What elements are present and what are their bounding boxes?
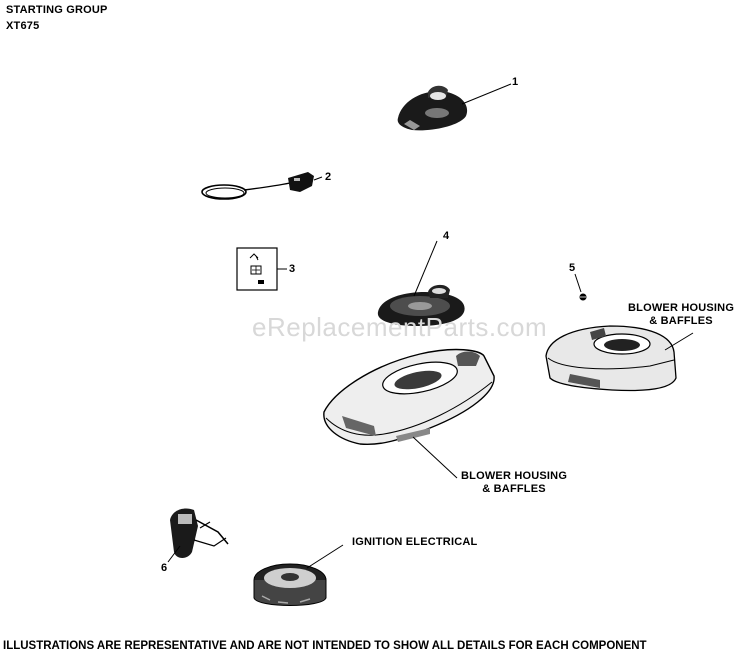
leader-4 bbox=[413, 240, 438, 297]
label-blower-upper-line1: BLOWER HOUSING bbox=[628, 302, 735, 314]
label-ignition-electrical: IGNITION ELECTRICAL bbox=[352, 536, 478, 548]
leader-2 bbox=[313, 176, 323, 181]
callout-5: 5 bbox=[569, 262, 576, 274]
part-4-starter-assembly[interactable] bbox=[377, 284, 465, 326]
label-blower-lower-line2: & BAFFLES bbox=[482, 483, 546, 495]
callout-6: 6 bbox=[161, 562, 168, 574]
callout-1: 1 bbox=[512, 76, 519, 88]
part-5-screw[interactable] bbox=[579, 293, 587, 301]
diagram-title: STARTING GROUP bbox=[6, 4, 108, 16]
model-number: XT675 bbox=[6, 20, 40, 32]
footer-disclaimer: ILLUSTRATIONS ARE REPRESENTATIVE AND ARE… bbox=[3, 640, 647, 652]
leader-blower-upper bbox=[664, 332, 694, 351]
callout-4: 4 bbox=[443, 230, 450, 242]
callout-2: 2 bbox=[325, 171, 332, 183]
part-6-ignition-module[interactable] bbox=[170, 508, 229, 558]
label-blower-lower: BLOWER HOUSING & BAFFLES bbox=[461, 470, 567, 496]
leader-5 bbox=[574, 273, 582, 293]
leader-ignition bbox=[306, 544, 344, 569]
leader-6 bbox=[167, 545, 181, 563]
part-1-recoil-starter[interactable] bbox=[397, 85, 468, 131]
label-blower-upper: BLOWER HOUSING & BAFFLES bbox=[628, 302, 734, 328]
flywheel[interactable] bbox=[253, 563, 327, 606]
watermark: eReplacementParts.com bbox=[252, 312, 548, 342]
leader-blower-lower bbox=[412, 436, 458, 479]
callout-3: 3 bbox=[289, 263, 296, 275]
part-3-decal[interactable] bbox=[236, 247, 278, 291]
blower-housing-lower[interactable] bbox=[323, 348, 495, 446]
part-2-starter-rope[interactable] bbox=[201, 172, 314, 200]
blower-housing-upper[interactable] bbox=[545, 325, 677, 392]
label-blower-lower-line1: BLOWER HOUSING bbox=[461, 470, 568, 482]
label-blower-upper-line2: & BAFFLES bbox=[649, 315, 713, 327]
leader-1 bbox=[461, 83, 512, 105]
